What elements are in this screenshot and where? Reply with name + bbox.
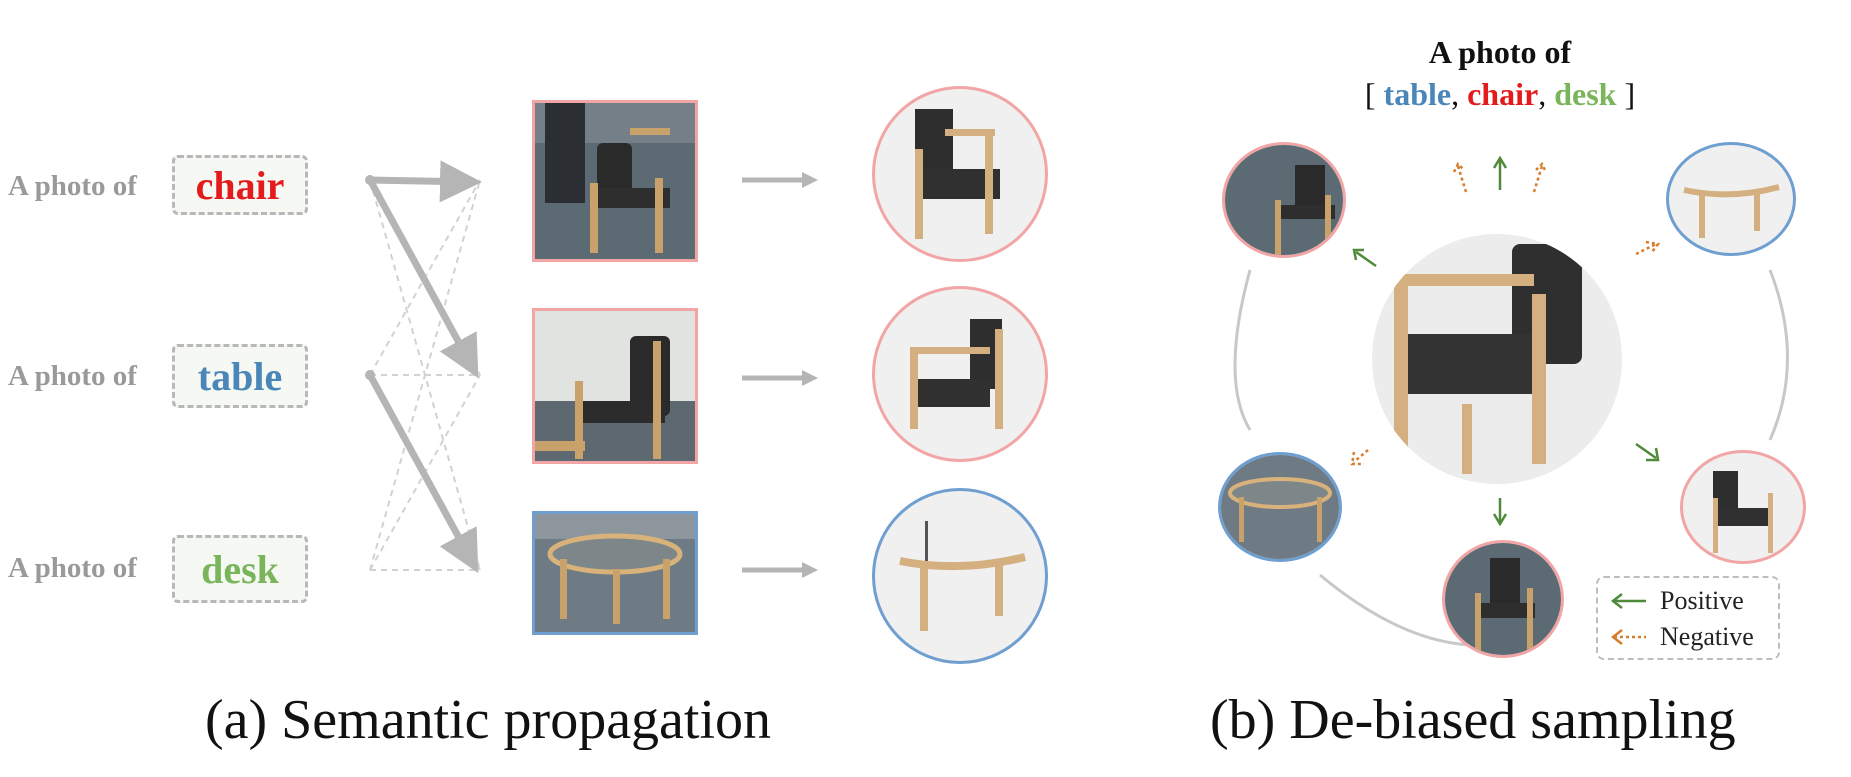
- prompt-title: A photo of: [1428, 34, 1572, 70]
- weak-links: [369, 179, 481, 571]
- prompt-prefix-table: A photo of: [8, 360, 137, 392]
- caption-debiased-sampling: (b) De-biased sampling: [1210, 689, 1736, 751]
- legend-positive-label: Positive: [1660, 586, 1744, 615]
- class-desk: desk: [1554, 76, 1617, 112]
- point-cloud-table-icon: [1683, 184, 1780, 238]
- sample-chair-photo: [1222, 142, 1346, 258]
- chair-side-photo-icon: [535, 311, 695, 461]
- caption-semantic-propagation: (a) Semantic propagation: [205, 689, 772, 751]
- class-box-desk: desk: [172, 535, 308, 603]
- table-photo-icon: [1221, 455, 1339, 559]
- center-point-cloud: [1372, 234, 1622, 484]
- sample-table-photo: [1218, 452, 1342, 562]
- legend-negative: Negative: [1608, 622, 1754, 652]
- prompt-prefix-desk: A photo of: [8, 552, 137, 584]
- strong-links: [366, 160, 482, 574]
- comma: ,: [1538, 76, 1555, 112]
- sampling-arrows: [1350, 155, 1661, 527]
- legend-positive: Positive: [1608, 586, 1744, 616]
- comma: ,: [1451, 76, 1468, 112]
- chair-photo-icon: [535, 103, 695, 259]
- positive-arrows: [1352, 155, 1660, 527]
- class-chair: chair: [1467, 76, 1539, 112]
- negative-arrow-icon: [1610, 629, 1646, 645]
- class-box-table: table: [172, 344, 308, 408]
- sample-chair-pointcloud: [1680, 450, 1806, 564]
- legend: Positive Negative: [1596, 576, 1780, 660]
- point-cloud-chair-icon: [915, 109, 1000, 239]
- point-cloud-chair-1: [872, 86, 1048, 262]
- bracket-open: [: [1364, 76, 1376, 112]
- table-photo-icon: [535, 514, 695, 632]
- center-chair-icon: [1394, 244, 1582, 474]
- point-cloud-chair-icon: [1713, 471, 1773, 553]
- propagation-connectors: [365, 160, 482, 574]
- point-cloud-chair-side-icon: [910, 319, 1003, 429]
- bracket-close: ]: [1624, 76, 1636, 112]
- chair-photo-icon: [1225, 145, 1343, 255]
- negative-arrows: [1350, 161, 1661, 466]
- scene-image-table: [532, 511, 698, 635]
- class-table: table: [1383, 76, 1452, 112]
- point-cloud-table: [872, 488, 1048, 664]
- point-cloud-table-icon: [899, 521, 1026, 631]
- legend-negative-label: Negative: [1660, 622, 1754, 651]
- positive-arrow-icon: [1610, 593, 1646, 609]
- render-arrows: [742, 172, 818, 578]
- prompt-prefix-chair: A photo of: [8, 170, 137, 202]
- scene-image-chair-1: [532, 100, 698, 262]
- point-cloud-chair-2: [872, 286, 1048, 462]
- sample-chair-photo-bottom: [1442, 540, 1564, 658]
- prompt-class-list: [ table, chair, desk ]: [1300, 76, 1700, 113]
- chair-photo-icon: [1445, 543, 1561, 655]
- scene-image-chair-2: [532, 308, 698, 464]
- class-box-chair: chair: [172, 155, 308, 215]
- sample-table-pointcloud: [1666, 142, 1796, 256]
